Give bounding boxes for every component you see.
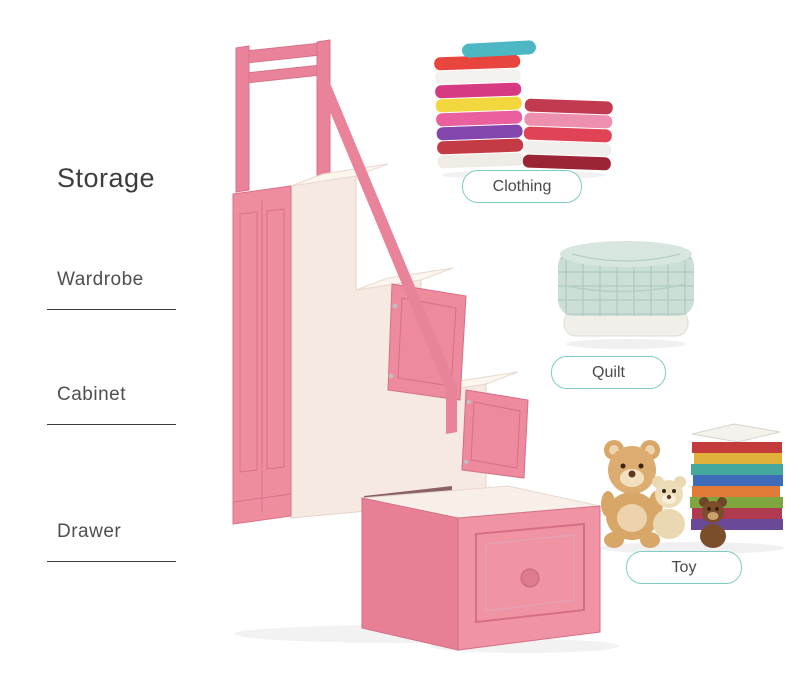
pulled-out-drawer [361,485,601,651]
teddy-bear-cream [652,476,686,539]
clothing-tag: Clothing [462,170,582,203]
quilt-photo [558,241,694,349]
wardrobe-underline [47,309,176,310]
railing [235,39,331,193]
left-clothes-stack [434,54,524,169]
handrail [316,72,458,434]
teddy-bear-large [601,440,663,548]
storage-title: Storage [57,163,156,193]
furniture-illustration [232,39,619,653]
toy-photo [600,423,784,554]
wardrobe-front [232,185,292,525]
drawer-underline [47,561,176,562]
quilt-tag: Quilt [551,356,666,389]
drawer-label: Drawer [57,521,122,542]
right-clothes-stack [522,98,613,171]
clothing-photo [434,40,613,180]
cabinet-underline [47,424,176,425]
toy-tag: Toy [626,551,742,584]
wardrobe-label: Wardrobe [57,269,144,290]
cabinet-label: Cabinet [57,384,126,405]
teddy-bear-brown [699,497,727,548]
book-stack [690,423,783,530]
